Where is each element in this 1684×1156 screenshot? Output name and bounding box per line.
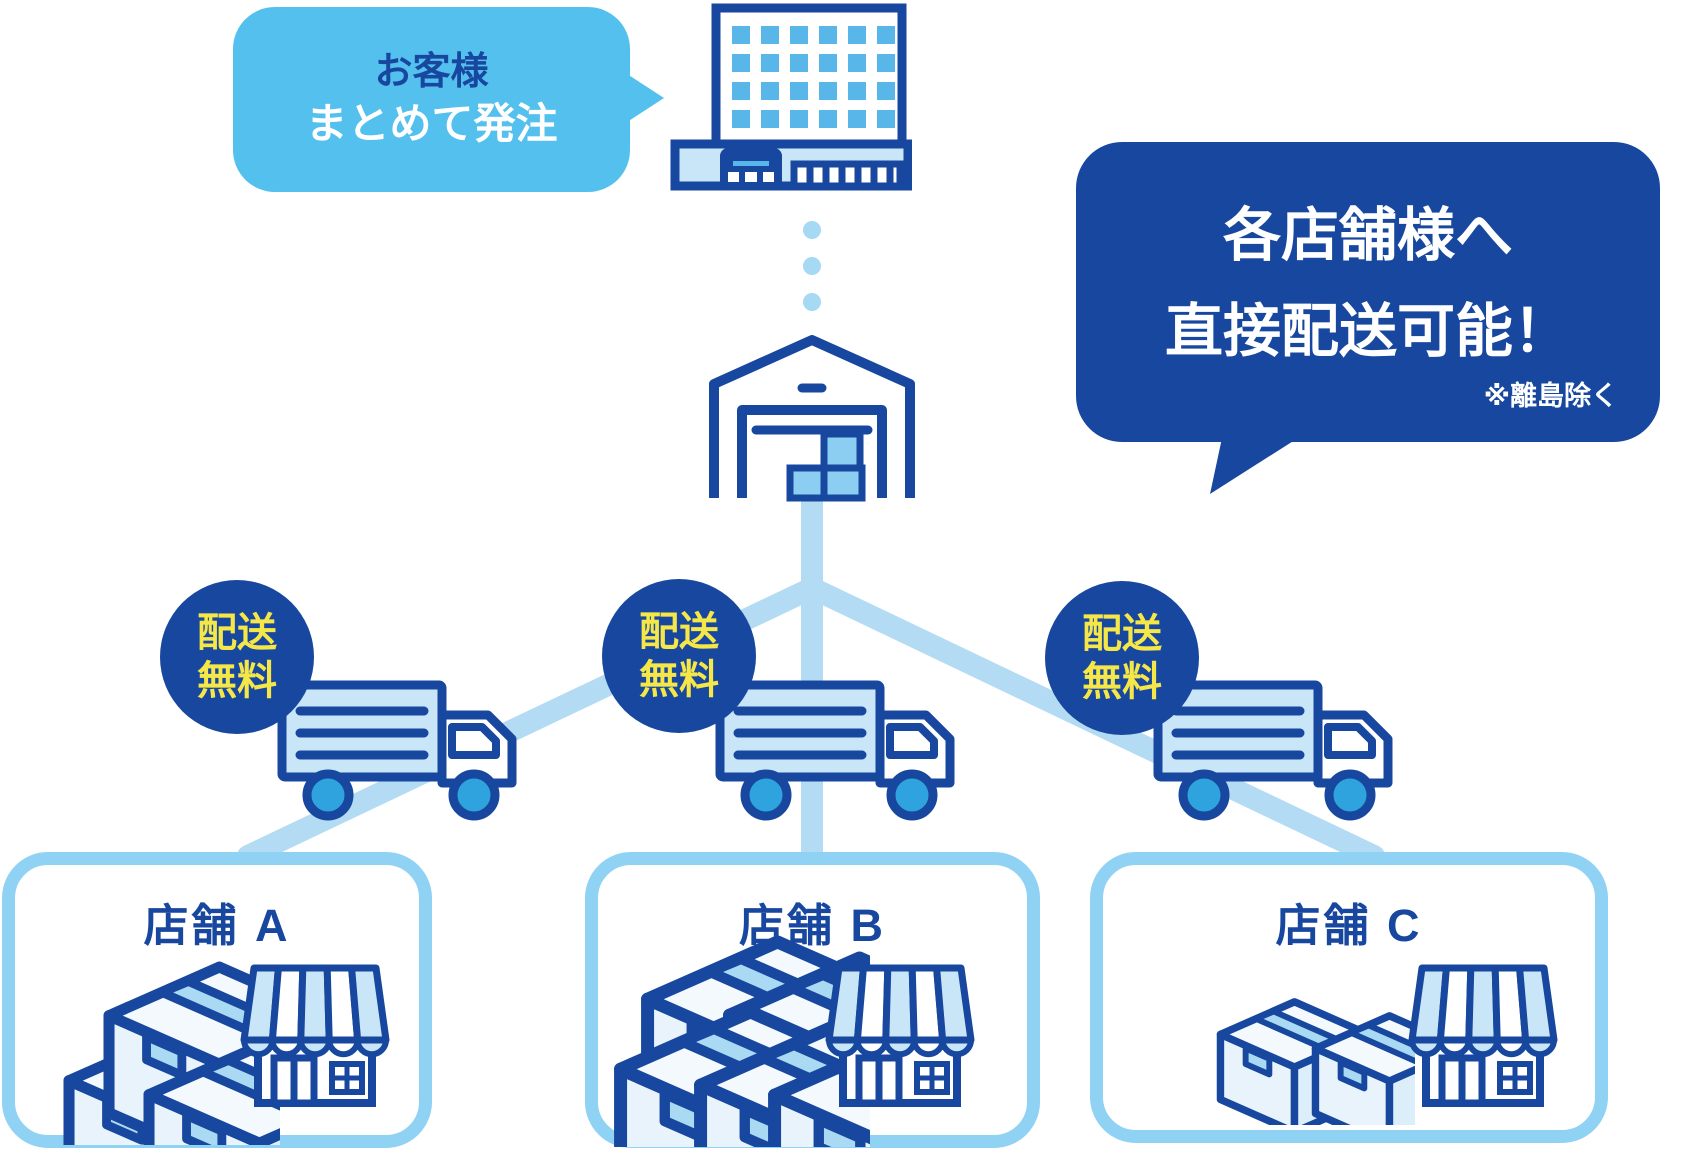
- delivery-bubble-line1: 各店舗様へ: [1222, 203, 1513, 268]
- delivery-bubble: 各店舗様へ 直接配送可能！ ※離島除く: [1076, 142, 1660, 442]
- free-shipping-badge: 配送 無料: [1045, 581, 1199, 735]
- flow-dots-icon: [803, 221, 821, 311]
- store-card-title: 店舗 A: [143, 900, 291, 951]
- delivery-truck-icon: [714, 679, 958, 823]
- customer-bubble-line1: お客様: [374, 50, 489, 93]
- delivery-bubble-line2: 直接配送可能！: [1164, 299, 1571, 364]
- store-card-title: 店舗 C: [1275, 900, 1423, 951]
- badge-line1: 配送: [197, 611, 277, 655]
- delivery-truck-icon: [276, 679, 520, 823]
- customer-order-bubble: お客様 まとめて発注: [233, 7, 630, 192]
- storefront-icon: [825, 962, 975, 1108]
- badge-line2: 無料: [197, 659, 277, 703]
- storefront-icon: [1408, 962, 1558, 1108]
- badge-line1: 配送: [639, 610, 719, 654]
- badge-line2: 無料: [1082, 660, 1162, 704]
- free-shipping-badge: 配送 無料: [602, 579, 756, 733]
- free-shipping-badge: 配送 無料: [160, 580, 314, 734]
- storefront-icon: [240, 962, 390, 1108]
- delivery-truck-icon: [1152, 679, 1396, 823]
- badge-line1: 配送: [1082, 612, 1162, 656]
- warehouse-icon: [709, 335, 915, 502]
- badge-line2: 無料: [639, 658, 719, 702]
- office-building-icon: [670, 3, 912, 191]
- cardboard-boxes-icon: [1125, 985, 1415, 1125]
- delivery-bubble-note: ※離島除く: [1483, 381, 1618, 411]
- customer-bubble-line2: まとめて発注: [305, 100, 558, 148]
- building-windows: [732, 26, 895, 128]
- customer-bubble-tail: [624, 72, 664, 124]
- delivery-bubble-tail: [1210, 438, 1298, 494]
